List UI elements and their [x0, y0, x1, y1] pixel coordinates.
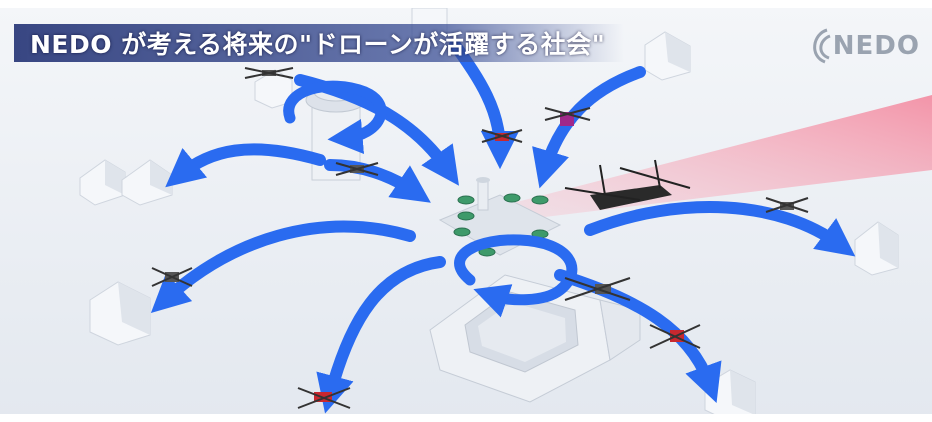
caption-banner: NEDO が考える将来の"ドローンが活躍する社会" [14, 24, 624, 62]
frame-top-strip [0, 0, 932, 8]
pink-beam [505, 95, 932, 220]
arrow-to-bottom-right [554, 269, 722, 404]
arrow-to-hub-left [324, 159, 431, 203]
arrow-to-right-house [584, 201, 856, 257]
drone-4 [335, 162, 379, 176]
drone-3 [544, 107, 591, 126]
logo-arc-icon [813, 28, 831, 64]
arrow-to-bottom-left [316, 256, 446, 414]
drone-5 [151, 267, 193, 287]
house-left-3 [89, 281, 151, 346]
caption-title: NEDO が考える将来の"ドローンが活躍する社会" [30, 30, 606, 59]
arrow-to-left-house-3 [150, 220, 416, 314]
tandem-rotor-aircraft [564, 159, 691, 210]
arrow-to-left-houses [165, 143, 326, 188]
arrow-from-top-right [532, 66, 646, 189]
drone-7 [564, 277, 631, 301]
loop-arrows [283, 80, 578, 318]
drone-8 [649, 324, 701, 349]
house-right [854, 221, 899, 276]
nedo-logo: NEDO [805, 24, 920, 68]
drone-1 [244, 67, 294, 79]
loop-over-stadium [454, 234, 578, 318]
loop-around-tower [283, 80, 387, 155]
house-top-right [644, 31, 691, 81]
drone-9 [765, 197, 809, 213]
logo-text: NEDO [832, 31, 920, 61]
drone-6 [297, 387, 351, 409]
drone-2 [481, 129, 523, 143]
frame-bottom-strip [0, 414, 932, 422]
